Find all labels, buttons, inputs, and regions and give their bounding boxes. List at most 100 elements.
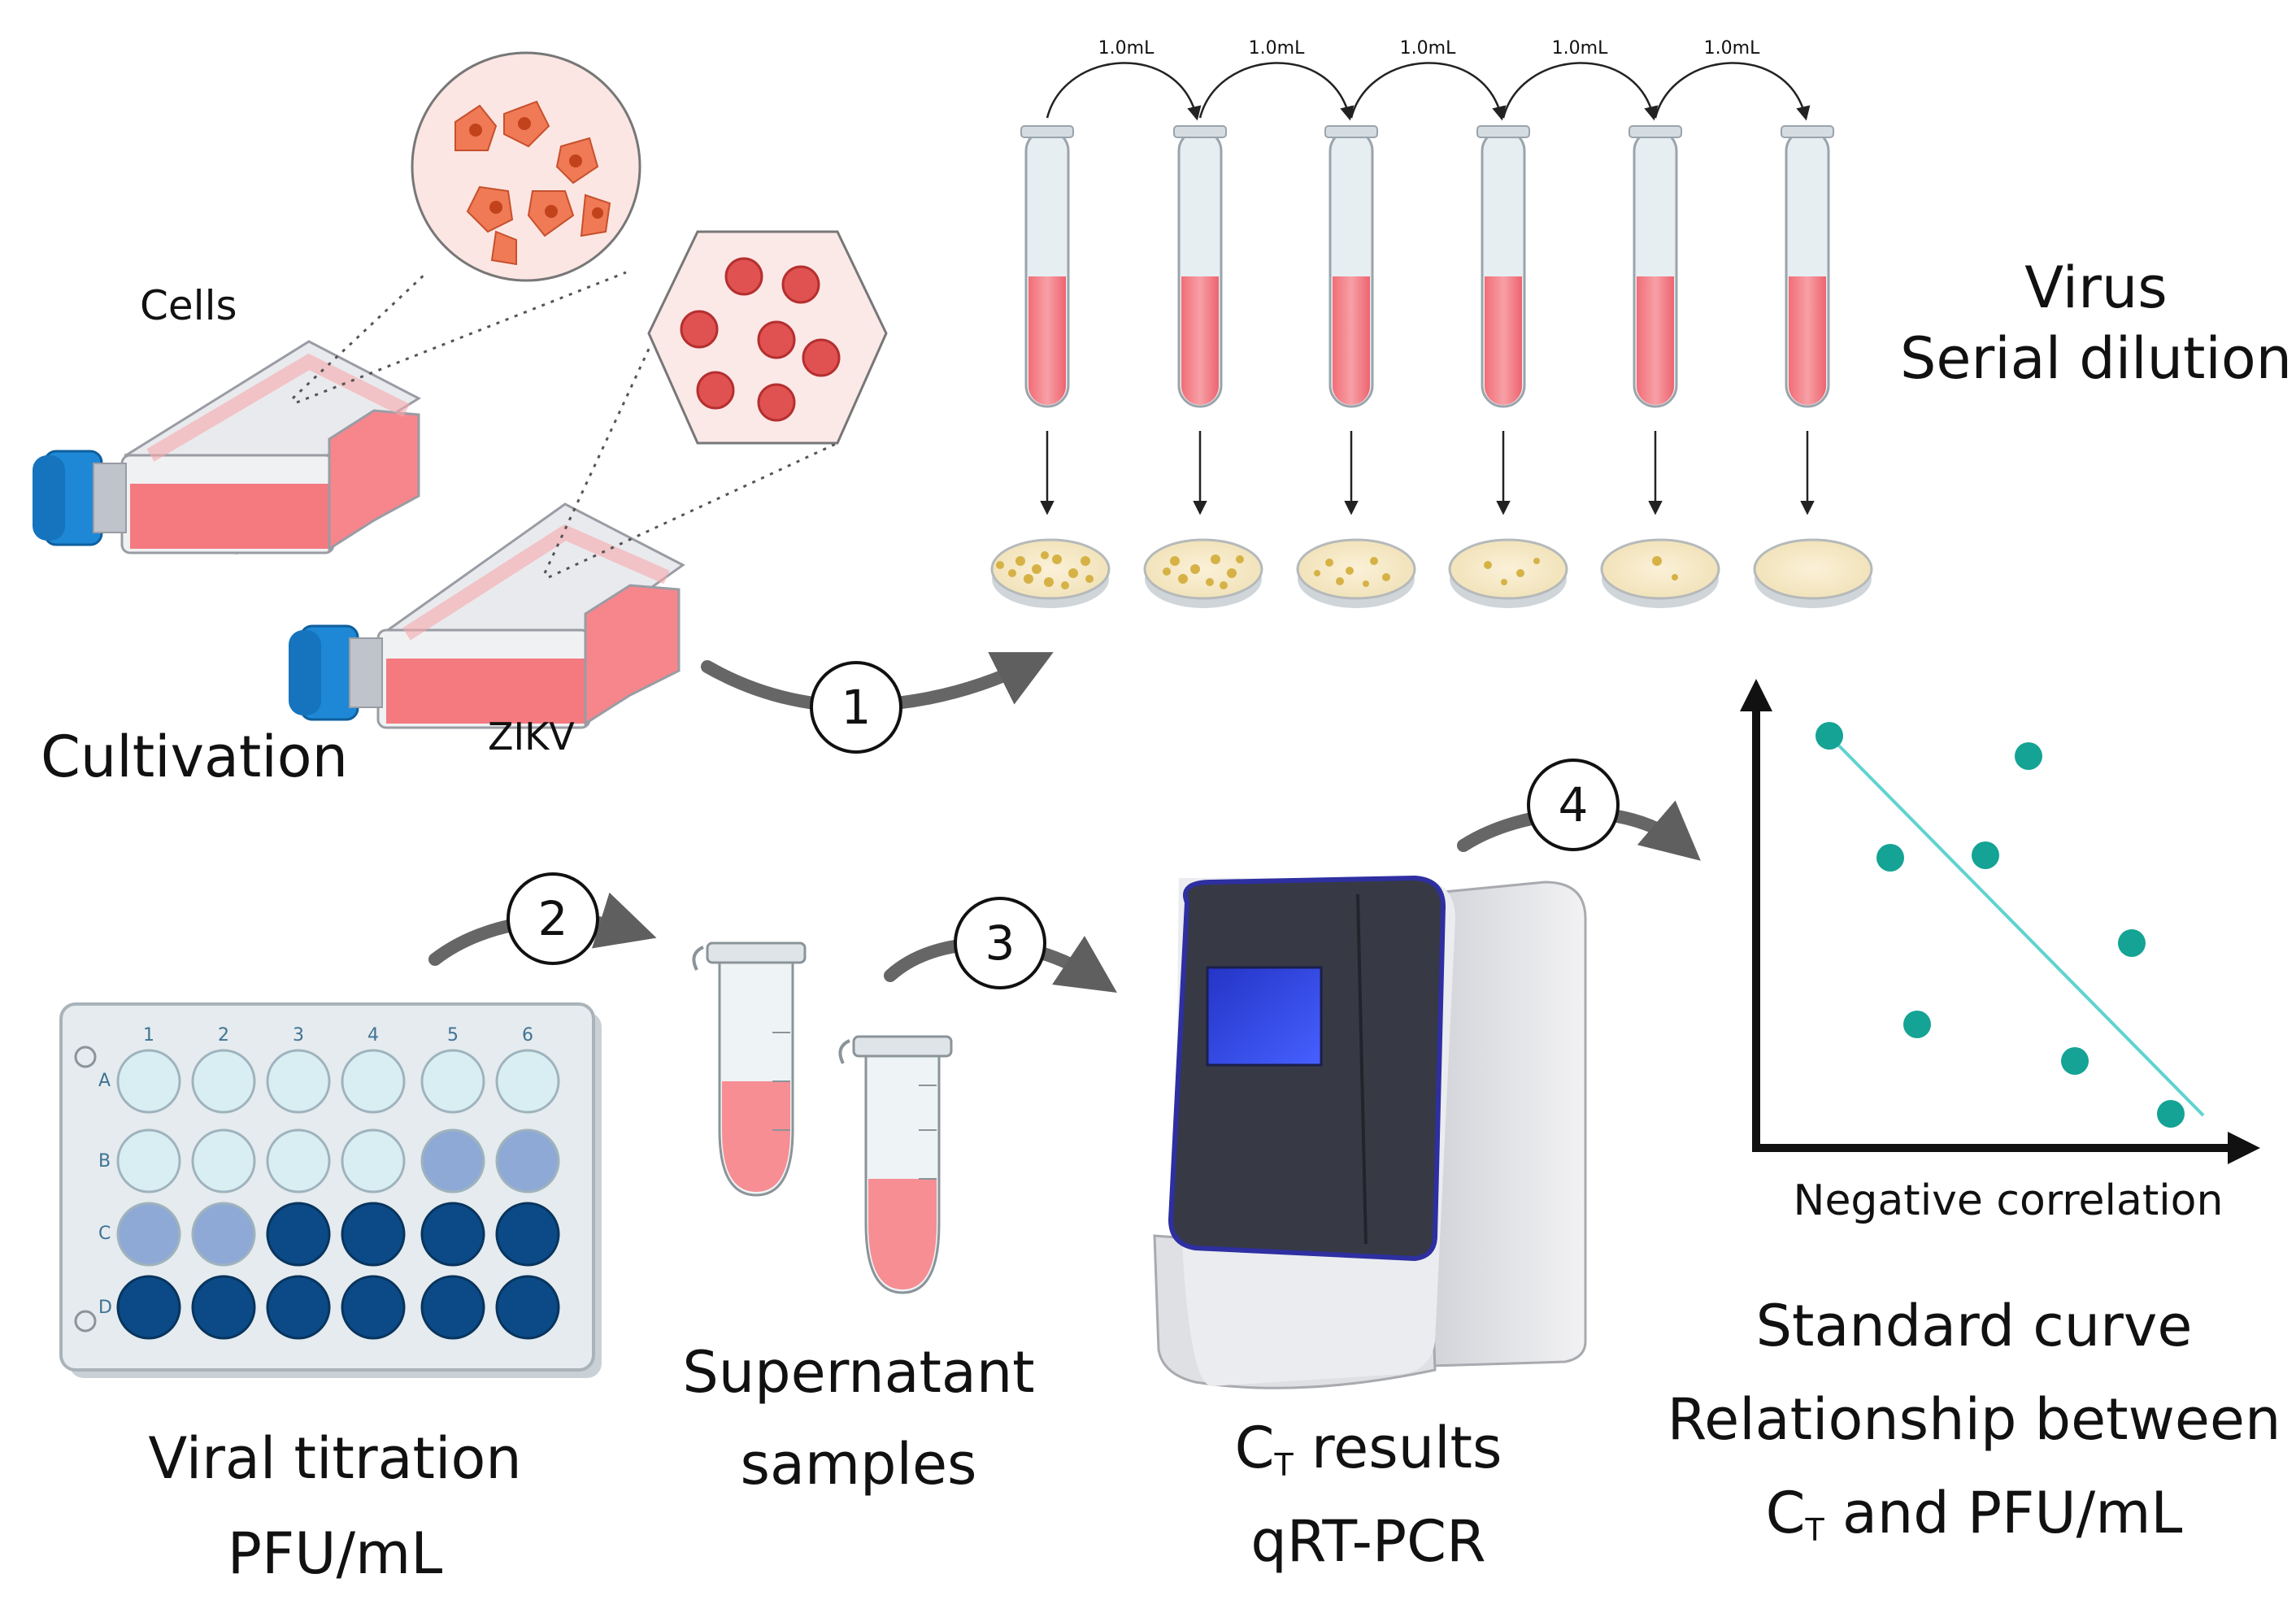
well [266, 1202, 331, 1267]
flask-cells [33, 340, 422, 555]
virus-zoom-hexagon [543, 230, 888, 579]
viral-titration-line1: Viral titration [148, 1425, 522, 1492]
well [495, 1275, 560, 1340]
well-plate [59, 1002, 602, 1378]
step-badges [507, 661, 1620, 989]
step-2-badge [507, 872, 599, 965]
petri-dish [1753, 538, 1873, 608]
supernatant-tube-1 [692, 941, 807, 1197]
well [420, 1049, 485, 1114]
plate-row-label: B [98, 1151, 111, 1172]
standard-curve-line1: Standard curve [1755, 1293, 2193, 1359]
step-3-number: 3 [985, 915, 1015, 971]
transfer-label: 1.0mL [1551, 38, 1608, 59]
well [191, 1049, 256, 1114]
well [266, 1049, 331, 1114]
plate-col-label: 3 [293, 1025, 304, 1046]
dilution-tube [1629, 125, 1682, 408]
plate-col-label: 2 [218, 1025, 229, 1046]
well [420, 1275, 485, 1340]
well [495, 1049, 560, 1114]
standard-curve-line3-text: and PFU/mL [1824, 1480, 2183, 1546]
transfer-arrows [1046, 62, 1811, 121]
serial-dilution-title-line1: Virus [2024, 254, 2168, 321]
cells-label: Cells [140, 282, 237, 329]
well [420, 1128, 485, 1193]
plate-col-label: 4 [367, 1025, 379, 1046]
trend-line [1820, 726, 2205, 1117]
ct-subscript: T [1805, 1512, 1824, 1548]
well [341, 1049, 406, 1114]
well [495, 1128, 560, 1193]
transfer-label: 1.0mL [1703, 38, 1760, 59]
dilution-tube [1173, 125, 1227, 408]
step-3-badge [954, 897, 1046, 989]
plot-x-label: Negative correlation [1793, 1176, 2224, 1225]
dilution-tubes [1020, 125, 1834, 408]
well [116, 1049, 181, 1114]
viral-titration-line2: PFU/mL [227, 1520, 443, 1587]
dilution-tube [1324, 125, 1378, 408]
well [191, 1128, 256, 1193]
step-4-badge [1527, 759, 1620, 851]
scatter-point [1815, 722, 1843, 750]
scatter-point [1903, 1011, 1931, 1038]
scatter-points [1815, 722, 2185, 1128]
standard-curve-plot [1740, 679, 2260, 1164]
step-4-number: 4 [1558, 777, 1589, 833]
wells-grid [116, 1049, 560, 1340]
transfer-label: 1.0mL [1399, 38, 1456, 59]
scatter-point [1876, 844, 1904, 872]
plate-col-label: 1 [143, 1025, 154, 1046]
transfer-label: 1.0mL [1248, 38, 1305, 59]
well [191, 1275, 256, 1340]
ct-subscript: T [1274, 1447, 1294, 1483]
plate-row-label: A [98, 1071, 111, 1091]
well [191, 1202, 256, 1267]
well [341, 1202, 406, 1267]
step-2-number: 2 [537, 891, 568, 946]
scatter-point [2157, 1100, 2185, 1128]
petri-dish [1296, 538, 1416, 608]
supernatant-line1: Supernatant [682, 1339, 1035, 1406]
well [116, 1202, 181, 1267]
plate-col-label: 6 [522, 1025, 533, 1046]
plate-row-label: C [98, 1224, 111, 1244]
ct-results-label: CT results [1235, 1418, 1502, 1483]
scatter-point [2118, 929, 2146, 957]
flask-zikv [289, 502, 685, 729]
ct-main: C [1234, 1415, 1275, 1481]
dilution-tube [1476, 125, 1530, 408]
cells-zoom-circle [291, 51, 641, 404]
zikv-label: ZIKV [488, 715, 575, 759]
well [495, 1202, 560, 1267]
step-1-badge [810, 661, 902, 754]
scatter-point [1972, 841, 1999, 869]
petri-dish [1448, 538, 1568, 608]
well [341, 1275, 406, 1340]
tube-to-dish-arrows [1040, 431, 1815, 515]
well [341, 1128, 406, 1193]
cultivation-title: Cultivation [41, 724, 348, 790]
petri-dishes [990, 538, 1873, 608]
step-1-number: 1 [841, 680, 872, 735]
petri-dish [990, 538, 1111, 608]
supernatant-line2: samples [740, 1431, 977, 1498]
dilution-tube [1020, 125, 1074, 408]
petri-dish [1143, 538, 1263, 608]
well [266, 1275, 331, 1340]
serial-dilution-title-line2: Serial dilution [1899, 325, 2293, 392]
dilution-tube [1781, 125, 1834, 408]
standard-curve-line2: Relationship between [1667, 1386, 2281, 1453]
well [116, 1275, 181, 1340]
plate-row-label: D [98, 1298, 112, 1318]
well [266, 1128, 331, 1193]
petri-dish [1600, 538, 1720, 608]
plate-col-label: 5 [447, 1025, 459, 1046]
standard-curve-line3: CT and PFU/mL [1766, 1483, 2183, 1548]
qrtpcr-machine [1153, 875, 1587, 1389]
ct-main: C [1765, 1480, 1806, 1546]
well [116, 1128, 181, 1193]
transfer-label: 1.0mL [1098, 38, 1155, 59]
